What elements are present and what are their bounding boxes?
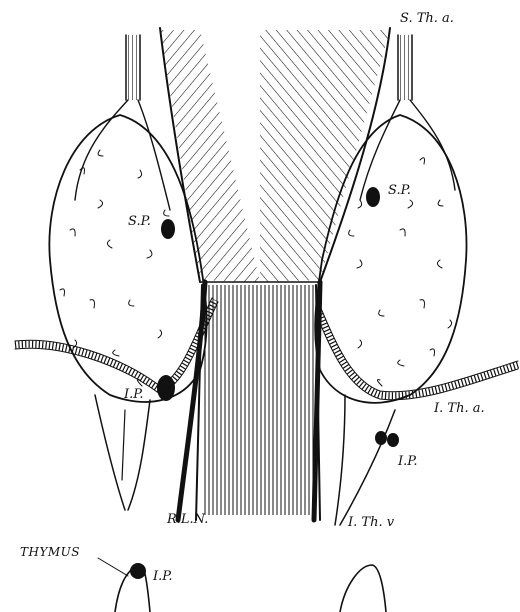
superior-parathyroid-left — [161, 219, 175, 239]
superior-parathyroid-right — [366, 187, 380, 207]
label-inferior-parathyroid-right: I.P. — [397, 454, 418, 469]
inferior-parathyroid-right-b — [387, 433, 399, 447]
label-inferior-thyroid-artery: I. Th. a. — [433, 401, 485, 416]
superior-thyroid-artery-left — [75, 35, 170, 210]
label-inferior-parathyroid-thymus: I.P. — [152, 569, 173, 584]
inferior-thyroid-artery-right — [316, 306, 518, 400]
inferior-thyroid-artery-left — [15, 298, 218, 394]
trachea — [196, 285, 320, 520]
inferior-parathyroid-right-a — [375, 431, 387, 445]
label-thymus: THYMUS — [20, 545, 80, 559]
label-inferior-thyroid-vein: I. Th. v — [347, 515, 395, 530]
thymus-right-lobe — [340, 565, 386, 612]
larynx — [160, 28, 390, 282]
label-recurrent-laryngeal-nerve: R.L.N. — [166, 512, 208, 527]
label-inferior-parathyroid-left: I.P. — [123, 387, 144, 402]
inferior-thyroid-veins-left — [95, 395, 150, 510]
thymus — [98, 558, 150, 612]
inferior-thyroid-veins-right — [335, 395, 395, 525]
label-superior-thyroid-artery: S. Th. a. — [400, 11, 454, 26]
inferior-parathyroid-left — [157, 375, 175, 401]
label-superior-parathyroid-right: S.P. — [388, 183, 411, 198]
label-superior-parathyroid-left: S.P. — [128, 214, 151, 229]
